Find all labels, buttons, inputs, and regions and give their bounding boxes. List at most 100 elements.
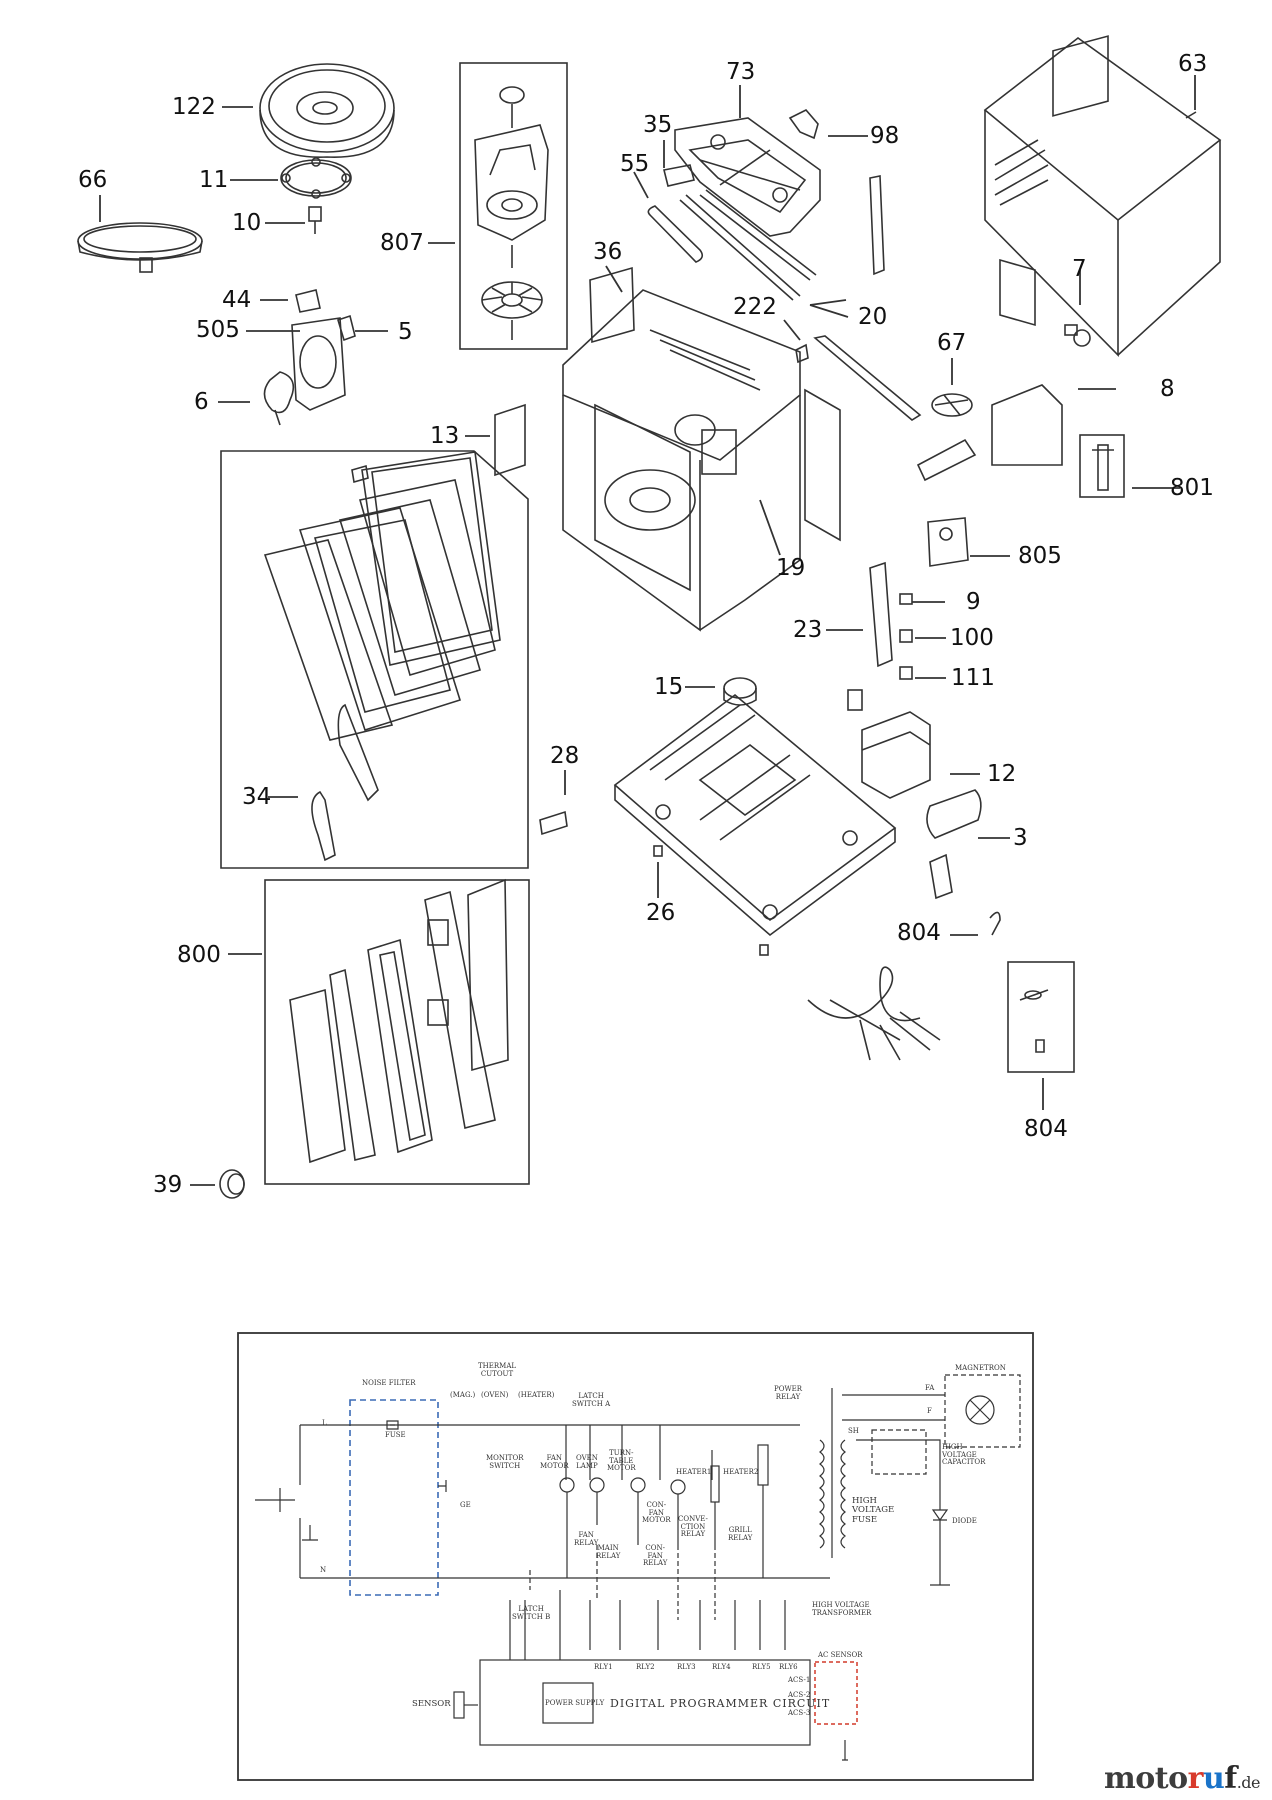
part-label: 12 bbox=[987, 761, 1017, 787]
magnetron-7 bbox=[1052, 35, 1109, 347]
brand-watermark: motoruf.de bbox=[1104, 1761, 1260, 1796]
motor-15 bbox=[723, 677, 757, 706]
acs1-label: ACS-1 bbox=[788, 1676, 811, 1684]
bracket-36 bbox=[589, 266, 635, 344]
l-label: L bbox=[322, 1419, 327, 1427]
part-label: 73 bbox=[726, 59, 756, 85]
part-801-box bbox=[1079, 434, 1125, 498]
part-label: 19 bbox=[776, 555, 806, 581]
rly5-label: RLY5 bbox=[752, 1663, 771, 1671]
brand-part: r bbox=[1187, 1761, 1204, 1796]
fa-label: FA bbox=[925, 1384, 935, 1392]
magnetron-label: MAGNETRON bbox=[955, 1364, 1006, 1372]
heater1-label: HEATER1 bbox=[676, 1468, 712, 1476]
switch-100 bbox=[899, 629, 913, 643]
con-fan-relay-label: CON- FAN RELAY bbox=[643, 1544, 668, 1568]
part-label: 122 bbox=[172, 94, 216, 120]
main-relay-label: MAIN RELAY bbox=[596, 1544, 621, 1560]
door-parts-13 bbox=[494, 403, 526, 477]
rail-strip bbox=[813, 335, 922, 421]
oven-cavity bbox=[562, 289, 841, 632]
con-fan-motor-label: CON- FAN MOTOR bbox=[642, 1501, 671, 1525]
part-label: 804 bbox=[897, 920, 941, 946]
noise-filter-box bbox=[349, 1399, 439, 1596]
dpc-board bbox=[479, 1659, 811, 1746]
part-label: 34 bbox=[242, 784, 272, 810]
fan-blade-67 bbox=[931, 393, 973, 417]
part-label: 23 bbox=[793, 617, 823, 643]
monitor-switch-label: MONITOR SWITCH bbox=[486, 1454, 524, 1470]
part-label: 804 bbox=[1024, 1116, 1068, 1142]
magnetron-housing bbox=[991, 384, 1063, 466]
oven-lamp-label: OVEN LAMP bbox=[576, 1454, 598, 1470]
screw-26 bbox=[653, 845, 663, 857]
part-label: 5 bbox=[398, 319, 413, 345]
seal-55 bbox=[647, 205, 704, 263]
rail-bar bbox=[869, 175, 885, 276]
latch-switch-a-label: LATCH SWITCH A bbox=[572, 1392, 611, 1408]
acs2-label: ACS-2 bbox=[788, 1691, 811, 1699]
motor-bracket bbox=[916, 438, 977, 482]
sensor-label: SENSOR bbox=[412, 1699, 451, 1709]
door-assembly-box bbox=[220, 450, 529, 869]
part-222 bbox=[795, 343, 809, 364]
noise-filter-label: NOISE FILTER bbox=[362, 1379, 416, 1387]
part-label: 100 bbox=[950, 625, 994, 651]
clip-804 bbox=[989, 911, 1001, 936]
coupler-10 bbox=[308, 206, 322, 234]
capacitor-3 bbox=[926, 789, 982, 839]
convection-relay-label: CONVE- CTION RELAY bbox=[678, 1515, 708, 1539]
n-label: N bbox=[320, 1566, 327, 1574]
diode-label: DIODE bbox=[952, 1517, 977, 1525]
ge-label: GE bbox=[460, 1501, 471, 1509]
fan-assembly-807 bbox=[474, 86, 549, 340]
part-label: 44 bbox=[222, 287, 252, 313]
roller-ring-11 bbox=[280, 157, 352, 199]
control-panel-800 bbox=[289, 878, 509, 1164]
fuse-label: FUSE bbox=[385, 1431, 406, 1439]
part-label: 7 bbox=[1072, 256, 1087, 282]
part-label: 9 bbox=[966, 589, 981, 615]
part-label: 26 bbox=[646, 900, 676, 926]
turntable-glass-122 bbox=[259, 63, 395, 158]
bracket-28 bbox=[539, 810, 568, 836]
power-supply-box bbox=[542, 1682, 594, 1724]
part-label: 66 bbox=[78, 167, 108, 193]
part-label: 39 bbox=[153, 1172, 183, 1198]
part-label: 505 bbox=[196, 317, 240, 343]
mag-label: (MAG.) bbox=[450, 1391, 476, 1399]
hv-transformer-label: HIGH VOLTAGE TRANSFORMER bbox=[812, 1601, 872, 1617]
rly3-label: RLY3 bbox=[677, 1663, 696, 1671]
part-label: 36 bbox=[593, 239, 623, 265]
acs3-label: ACS-3 bbox=[788, 1709, 811, 1717]
outer-cabinet-63 bbox=[983, 37, 1222, 357]
rly6-label: RLY6 bbox=[779, 1663, 798, 1671]
clip-bracket bbox=[929, 853, 953, 900]
hv-fuse-label: HIGH VOLTAGE FUSE bbox=[852, 1496, 895, 1525]
roller-support-66 bbox=[77, 222, 203, 273]
rly2-label: RLY2 bbox=[636, 1663, 655, 1671]
fan-assembly-box bbox=[459, 62, 568, 350]
part-label: 111 bbox=[951, 665, 995, 691]
heater-label: (HEATER) bbox=[518, 1391, 555, 1399]
transformer-12 bbox=[847, 689, 931, 799]
part-label: 11 bbox=[199, 167, 229, 193]
thermal-cutout-label: THERMAL CUTOUT bbox=[478, 1362, 517, 1378]
part-label: 20 bbox=[858, 304, 888, 330]
sensor-box bbox=[453, 1691, 465, 1719]
switch-9 bbox=[899, 593, 913, 605]
f-label: F bbox=[927, 1407, 932, 1415]
brand-part: f bbox=[1224, 1761, 1237, 1796]
part-label: 98 bbox=[870, 123, 900, 149]
motor-group bbox=[263, 289, 356, 426]
oven-label: (OVEN) bbox=[481, 1391, 509, 1399]
heater-tubes-20 bbox=[679, 189, 817, 301]
switch-bracket-23 bbox=[869, 561, 893, 668]
capacitor-box bbox=[871, 1429, 927, 1475]
brand-part: moto bbox=[1104, 1761, 1188, 1796]
part-label: 3 bbox=[1013, 825, 1028, 851]
magnetron-box bbox=[944, 1374, 1021, 1448]
brand-tld: .de bbox=[1236, 1773, 1261, 1792]
leader-lines bbox=[99, 75, 1196, 1186]
